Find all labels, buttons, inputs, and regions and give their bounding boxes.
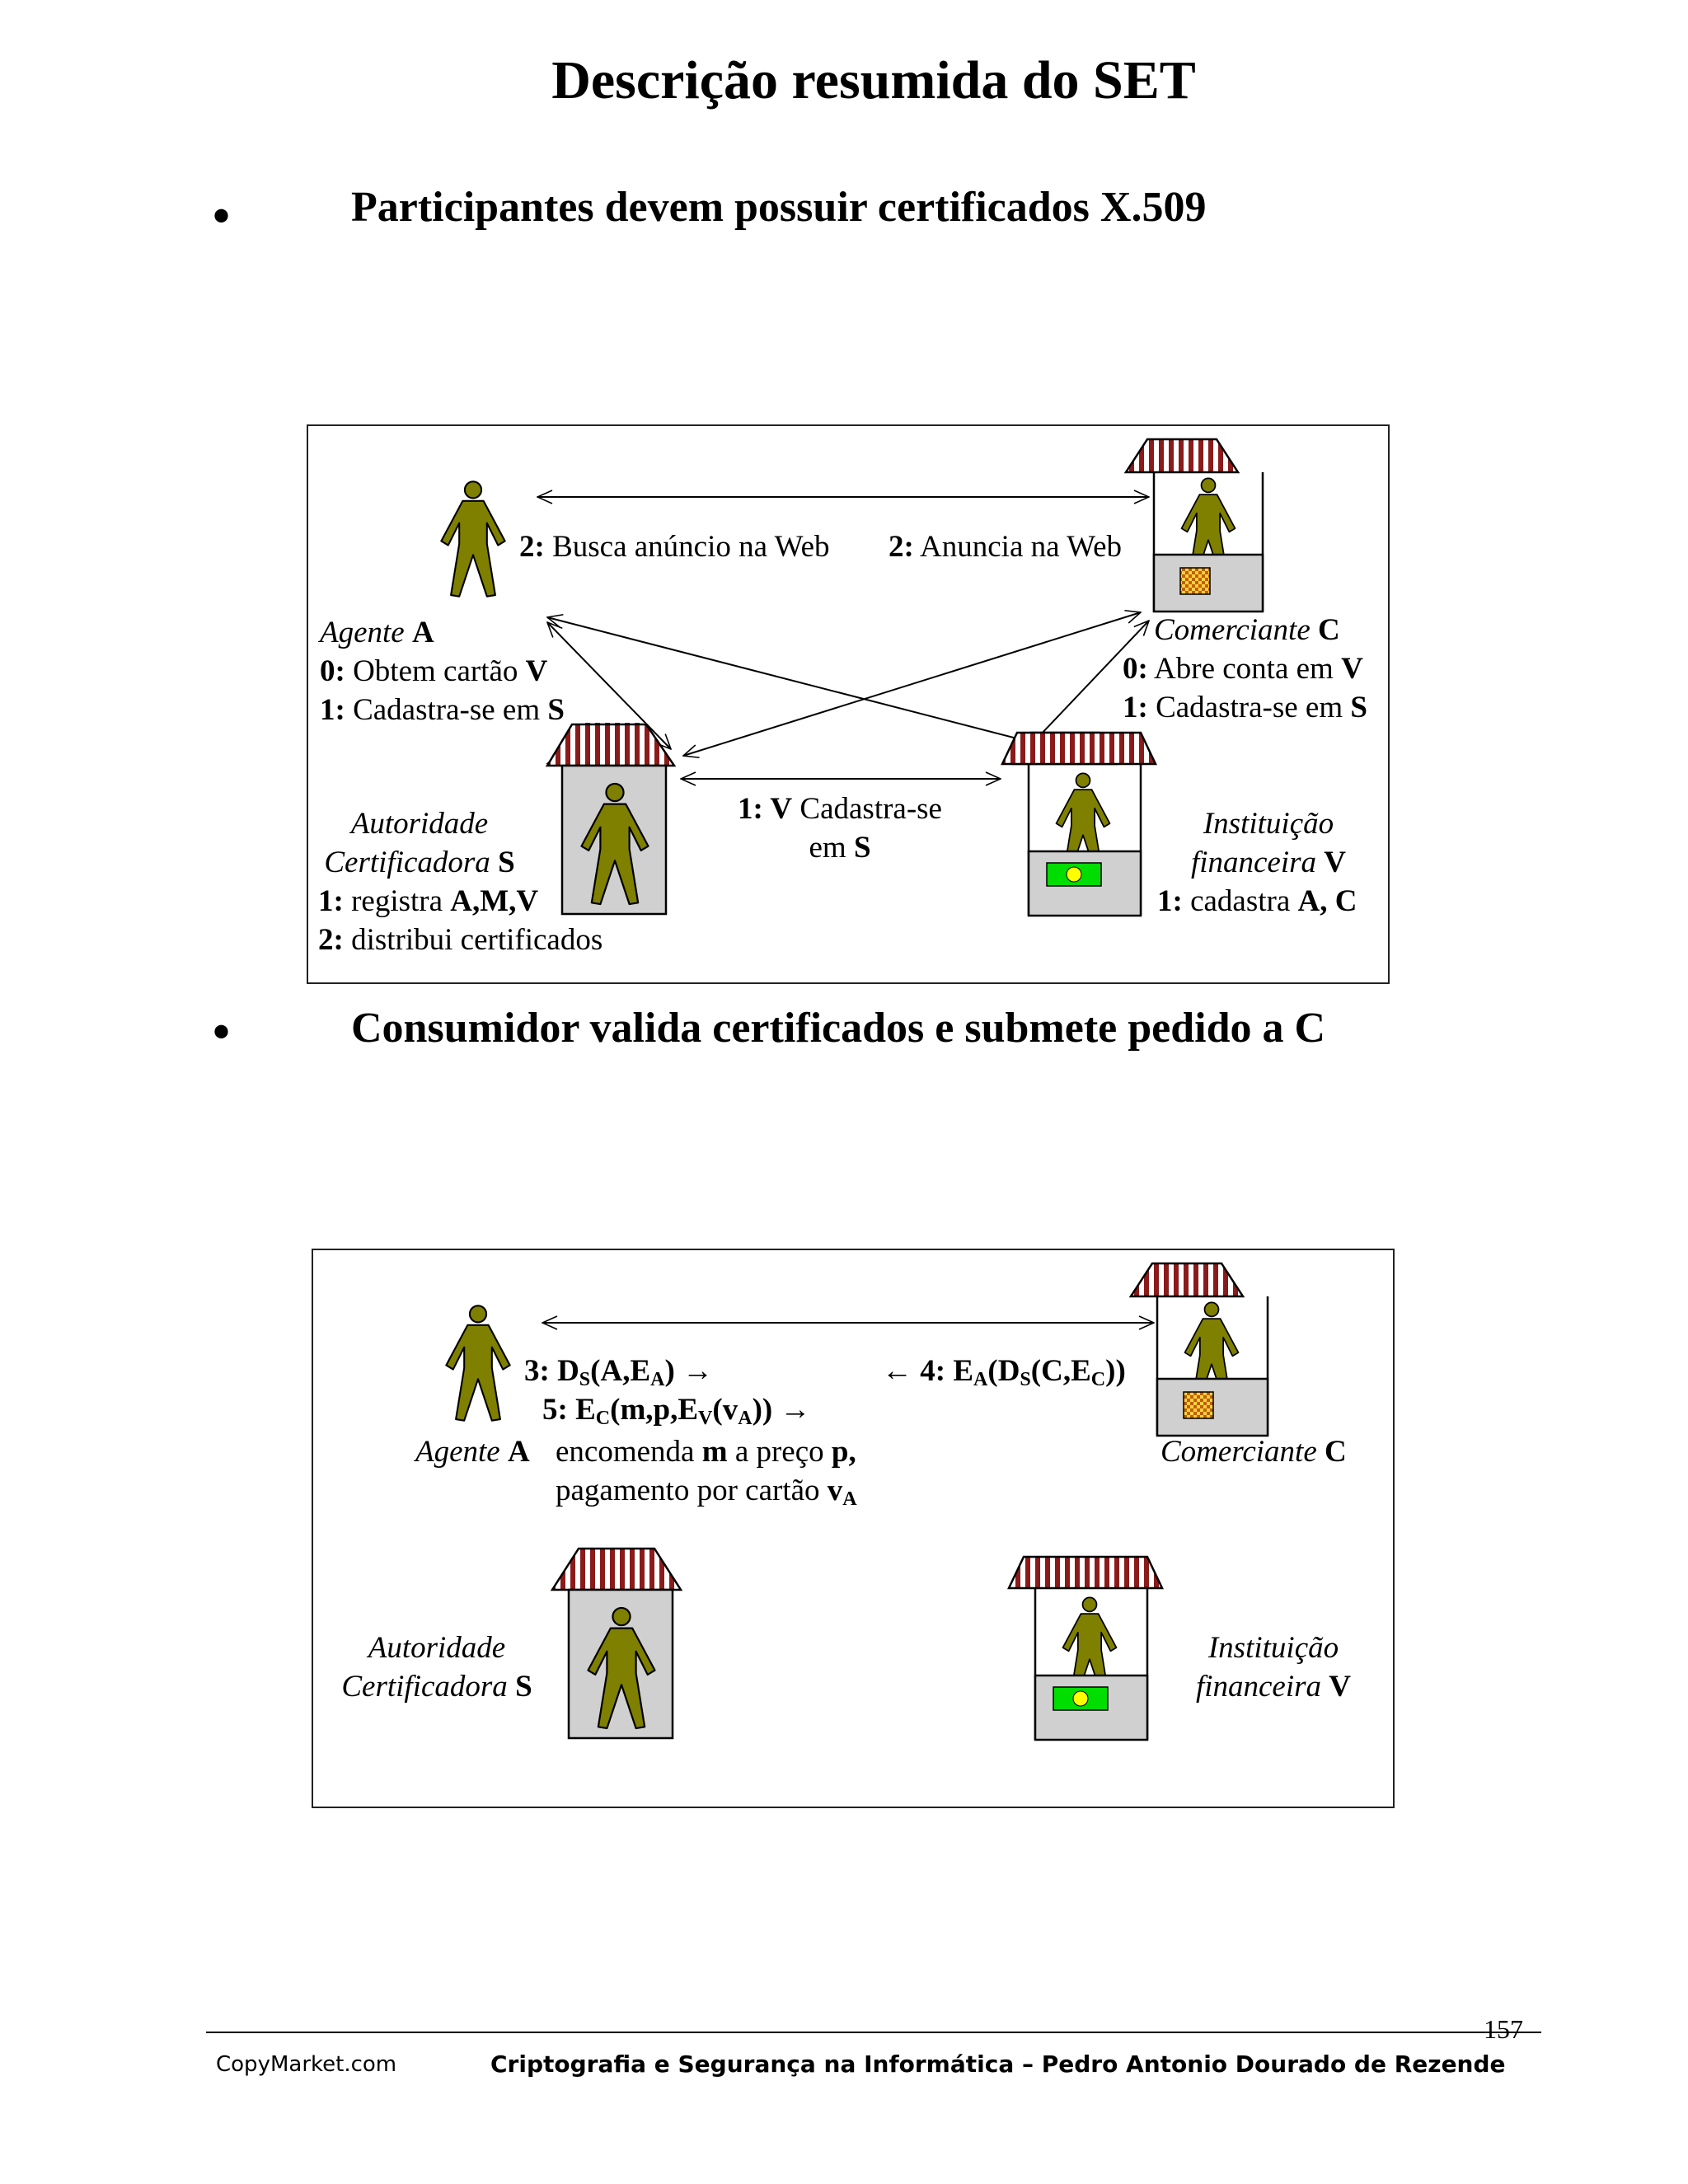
order-merchant-goods-icon — [1183, 1391, 1214, 1419]
figure-order-drawing — [445, 1262, 1269, 1741]
footer-book-title: Criptografia e Segurança na Informática … — [490, 2050, 1506, 2078]
agent-step-0: 0: Obtem cartão V — [320, 654, 548, 688]
figure-registration: 2: Busca anúncio na Web 2: Anuncia na We… — [307, 424, 1390, 984]
order-bank-label-line2: financeira V — [1195, 1670, 1352, 1704]
footer-rule — [206, 2032, 1541, 2033]
arrow-merchant-bank — [1024, 621, 1149, 752]
msg-3: 3: DS(A,EA) → — [524, 1354, 714, 1390]
order-ca-label-line1: Autoridade — [368, 1631, 506, 1665]
arrow-agent-ca — [547, 622, 671, 749]
agent-search-label: 2: Busca anúncio na Web — [519, 530, 830, 564]
bank-step-1: 1: cadastra A, C — [1157, 884, 1357, 918]
order-merchant-label: Comerciante C — [1160, 1435, 1347, 1469]
order-description-line2: pagamento por cartão vA — [556, 1474, 857, 1510]
ca-label-line1: Autoridade — [350, 807, 489, 841]
order-ca-booth-icon — [550, 1547, 683, 1740]
ca-bank-register-line1: 1: V Cadastra-se — [738, 792, 942, 826]
ca-label-line2: Certificadora S — [324, 846, 515, 879]
bank-label-line1: Instituição — [1203, 807, 1334, 841]
agent-step-1: 1: Cadastra-se em S — [320, 693, 565, 727]
ca-step-1: 1: registra A,M,V — [318, 884, 539, 918]
merchant-goods-icon — [1179, 567, 1211, 595]
footer-site: CopyMarket.com — [216, 2052, 397, 2077]
order-ca-label-line2: Certificadora S — [341, 1670, 532, 1704]
order-bank-booth-icon — [1007, 1555, 1164, 1741]
page-title: Descrição resumida do SET — [551, 50, 1196, 110]
merchant-advertise-label: 2: Anuncia na Web — [889, 530, 1123, 564]
bullet-2-text: Consumidor valida certificados e submete… — [351, 1005, 1326, 1052]
order-agent-person-icon — [445, 1305, 511, 1422]
agent-label: Agente A — [320, 616, 434, 649]
merchant-label: Comerciante C — [1154, 613, 1340, 647]
order-agent-label: Agente A — [415, 1435, 530, 1469]
page-number: 157 — [1484, 2014, 1523, 2044]
bullet-2-dot: • — [213, 1005, 231, 1059]
agent-person-icon — [440, 480, 506, 598]
ca-booth-icon — [545, 723, 677, 916]
order-description-line1: encomenda m a preço p, — [556, 1435, 856, 1469]
bullet-1-text: Participantes devem possuir certificados… — [351, 184, 1207, 231]
bank-label-line2: financeira V — [1190, 846, 1347, 879]
bullet-1-dot: • — [213, 189, 231, 243]
order-bank-label-line1: Instituição — [1207, 1631, 1339, 1665]
msg-4: ← 4: EA(DS(C,EC)) — [882, 1354, 1126, 1390]
bank-booth-icon — [1001, 731, 1157, 917]
msg-5: 5: EC(m,p,EV(vA)) → — [542, 1393, 811, 1429]
order-merchant-booth-icon — [1128, 1262, 1269, 1437]
merchant-step-0: 0: Abre conta em V — [1123, 652, 1363, 686]
merchant-step-1: 1: Cadastra-se em S — [1123, 691, 1367, 724]
ca-step-2: 2: distribui certificados — [318, 923, 603, 957]
figure-order: 3: DS(A,EA) → ← 4: EA(DS(C,EC)) 5: EC(m,… — [312, 1249, 1395, 1808]
ca-bank-register-line2: em S — [809, 831, 871, 865]
merchant-booth-icon — [1123, 438, 1264, 613]
figure-registration-drawing — [440, 438, 1264, 917]
